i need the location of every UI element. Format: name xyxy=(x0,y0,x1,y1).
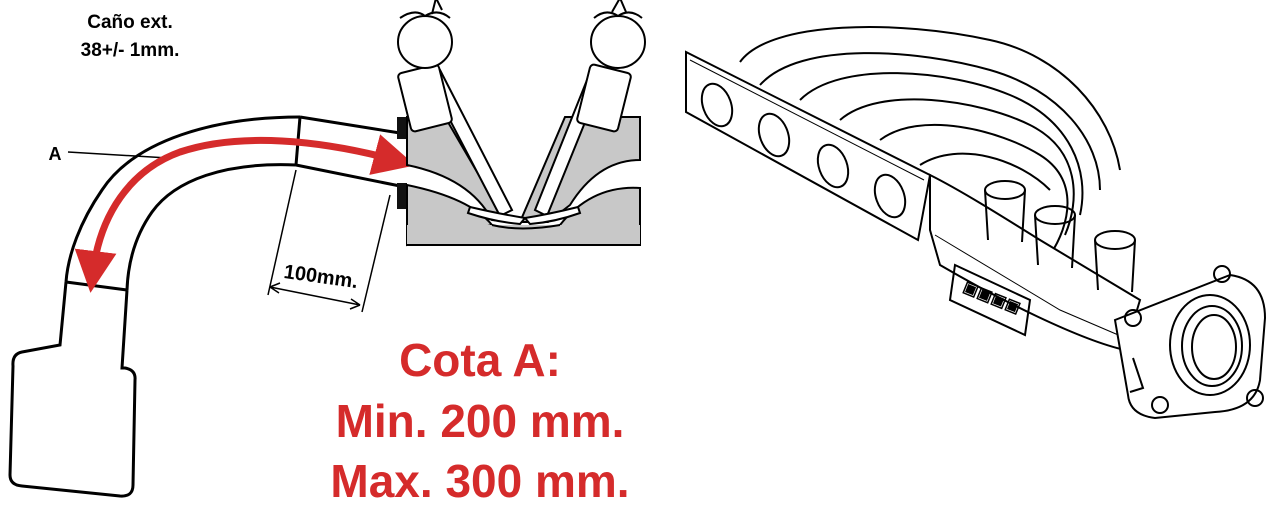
air-filter xyxy=(8,281,137,498)
cota-title: Cota A: xyxy=(399,334,561,386)
dim-100-label: 100mm. xyxy=(282,261,359,293)
cota-min: Min. 200 mm. xyxy=(336,395,625,447)
dimension-100mm xyxy=(267,169,391,313)
pipe-spec-line1: Caño ext. xyxy=(87,12,173,33)
double-headed-curved-arrow xyxy=(74,134,416,293)
intake-manifold-illustration: ▣▣▣▣ xyxy=(685,26,1267,420)
pipe-spec-line2: 38+/- 1mm. xyxy=(81,40,180,61)
dim-a-label: A xyxy=(49,144,62,164)
cylinder-head-section xyxy=(397,116,641,247)
exhaust-valve xyxy=(523,0,646,226)
cota-max: Max. 300 mm. xyxy=(330,455,629,507)
intake-valve xyxy=(397,0,527,226)
